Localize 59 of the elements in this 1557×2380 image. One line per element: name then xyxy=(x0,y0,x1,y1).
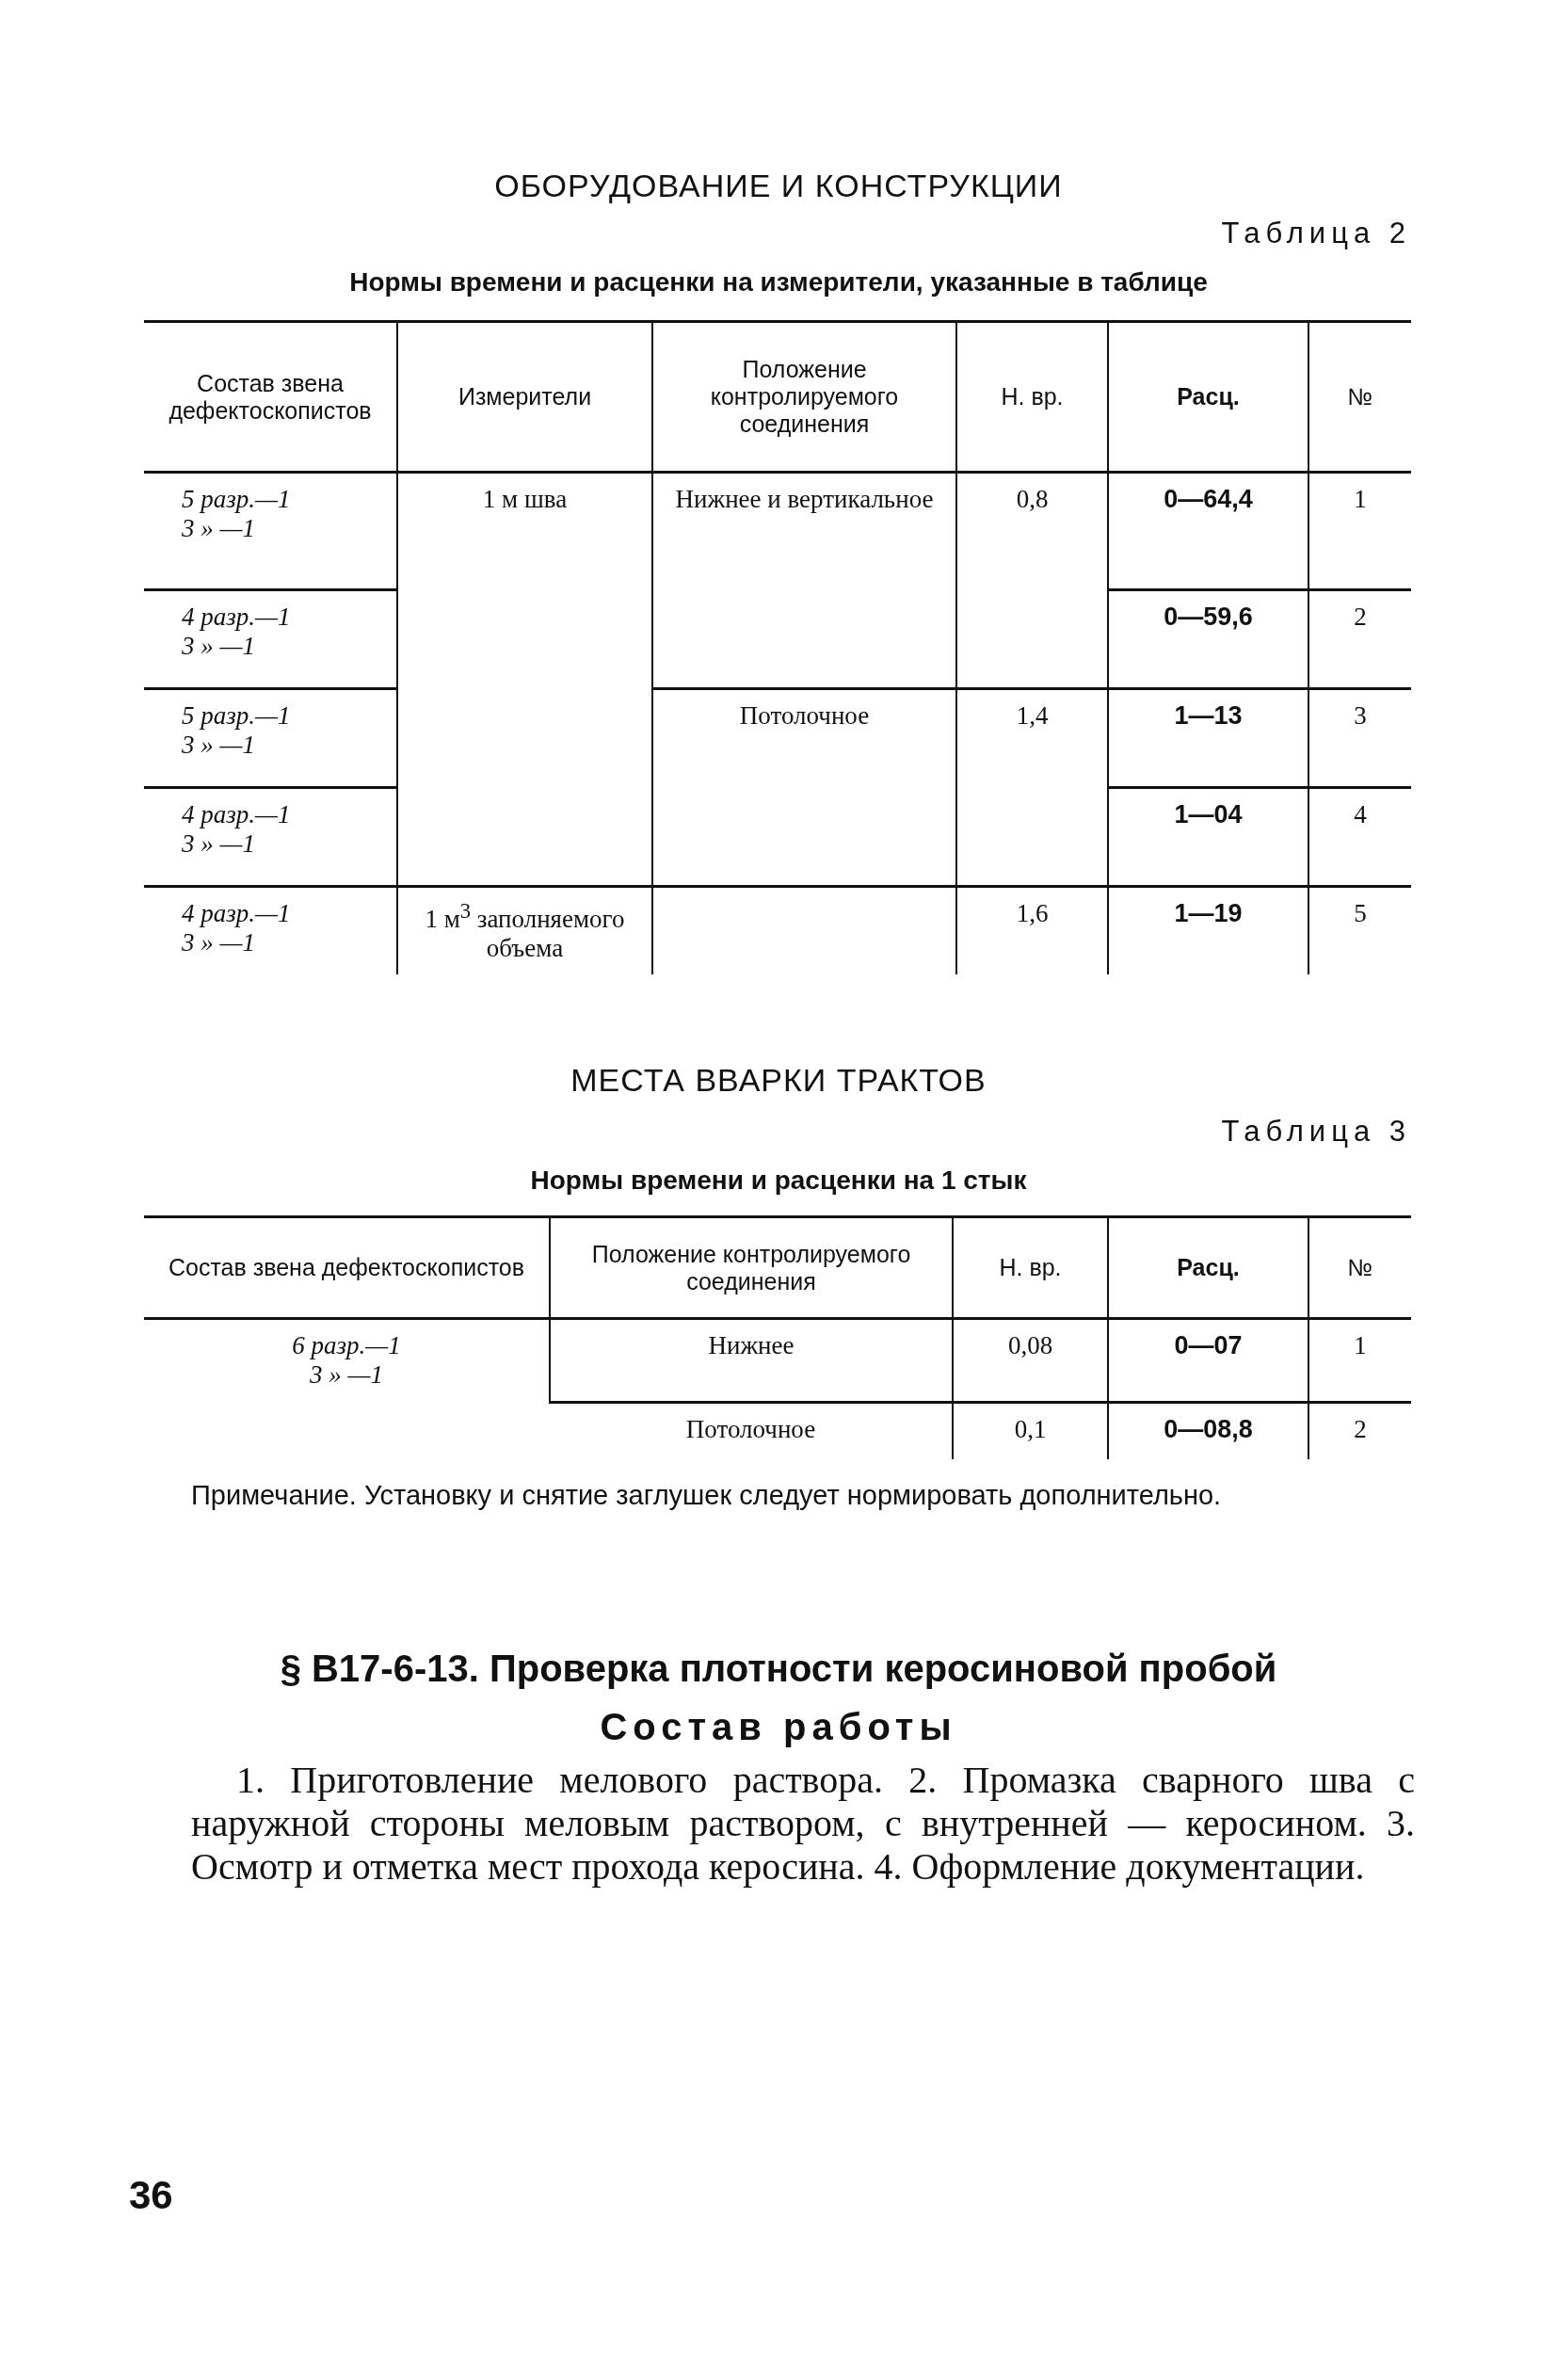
crew-text: 5 разр.—1 xyxy=(182,701,292,731)
table-cell: Потолочное xyxy=(550,1402,953,1459)
table-cell: 0—59,6 xyxy=(1108,589,1308,689)
crew-text: 5 разр.—1 xyxy=(182,485,292,514)
body-paragraph: 1. Приготовление мелового раствора. 2. Промазка сварного шва с наружной стороны меловым раствором, с внутренней — керосином. 3. Осмотр и отметка мест прохода керосина. 4. Оформление документации. xyxy=(191,1759,1415,1889)
section-heading: МЕСТА ВВАРКИ ТРАКТОВ xyxy=(570,1062,987,1099)
section-heading: ОБОРУДОВАНИЕ И КОНСТРУКЦИИ xyxy=(493,168,1064,204)
crew-text: 6 разр.—1 xyxy=(291,1331,402,1360)
table-cell: 1 xyxy=(1308,1318,1411,1403)
crew-text: 3 » —1 xyxy=(182,731,256,760)
table-cell: 0,08 xyxy=(953,1318,1108,1403)
crew-text: 3 » —1 xyxy=(182,829,256,859)
table-cell: 1—13 xyxy=(1108,688,1308,788)
table-cell: 1 м$^{3}$ заполняемого объема xyxy=(397,886,652,974)
header-text: Состав звена дефектоскопистов xyxy=(144,1216,550,1319)
table-cell: 0—64,4 xyxy=(1108,472,1308,590)
table-caption: Нормы времени и расценки на 1 стык xyxy=(529,1166,1028,1196)
subsection-heading: Состав работы xyxy=(599,1706,958,1748)
header-text: Положение контролируемого соединения xyxy=(550,1216,953,1319)
header-text: Н. вр. xyxy=(953,1216,1108,1319)
table-cell: 1 м шва xyxy=(397,472,652,887)
table-cell: 1—19 xyxy=(1108,886,1308,974)
crew-text: 4 разр.—1 xyxy=(182,800,292,829)
crew-text: 3 » —1 xyxy=(182,514,256,543)
table-cell: 2 xyxy=(1308,1402,1411,1459)
header-text: № xyxy=(1308,1216,1411,1319)
header-text: Измерители xyxy=(397,321,652,473)
table-cell: Нижнее xyxy=(550,1318,953,1403)
header-text: Расц. xyxy=(1108,321,1308,473)
page-number: 36 xyxy=(129,2173,173,2218)
table-cell: 0—07 xyxy=(1108,1318,1308,1403)
table-cell: 5 xyxy=(1308,886,1411,974)
table-cell: 3 xyxy=(1308,688,1411,788)
header-text: Положение контролируемого соединения xyxy=(652,321,956,473)
crew-text: 3 » —1 xyxy=(182,632,256,661)
header-text: Состав звена дефектоскопистов xyxy=(144,321,397,473)
table-cell: 0,1 xyxy=(953,1402,1108,1459)
table-cell: 2 xyxy=(1308,589,1411,689)
section-heading: § В17-6-13. Проверка плотности керосиновой пробой xyxy=(279,1648,1278,1690)
table-cell: 1 xyxy=(1308,472,1411,590)
header-text: Н. вр. xyxy=(956,321,1108,473)
header-text: Расц. xyxy=(1108,1216,1308,1319)
crew-text: 4 разр.—1 xyxy=(182,899,292,928)
table-cell: 0,8 xyxy=(956,472,1108,689)
crew-text: 4 разр.—1 xyxy=(182,603,292,632)
table-cell: Нижнее и вертикальное xyxy=(652,472,956,689)
table-cell: 1,4 xyxy=(956,688,1108,887)
header-text: № xyxy=(1308,321,1411,473)
table-cell: 4 xyxy=(1308,787,1411,887)
crew-text: 3 » —1 xyxy=(182,928,256,957)
table-cell: 0—08,8 xyxy=(1108,1402,1308,1459)
table-cell: 1—04 xyxy=(1108,787,1308,887)
table-cell: Потолочное xyxy=(652,688,956,887)
crew-text: 3 » —1 xyxy=(309,1360,384,1390)
table-number: Таблица 3 xyxy=(1221,1115,1411,1149)
note-text: Примечание. Установку и снятие заглушек следует нормировать дополнительно. xyxy=(191,1479,1223,1512)
table-cell: 1,6 xyxy=(956,886,1108,974)
table-caption: Нормы времени и расценки на измерители, указанные в таблице xyxy=(348,267,1209,298)
table-number: Таблица 2 xyxy=(1221,217,1411,250)
